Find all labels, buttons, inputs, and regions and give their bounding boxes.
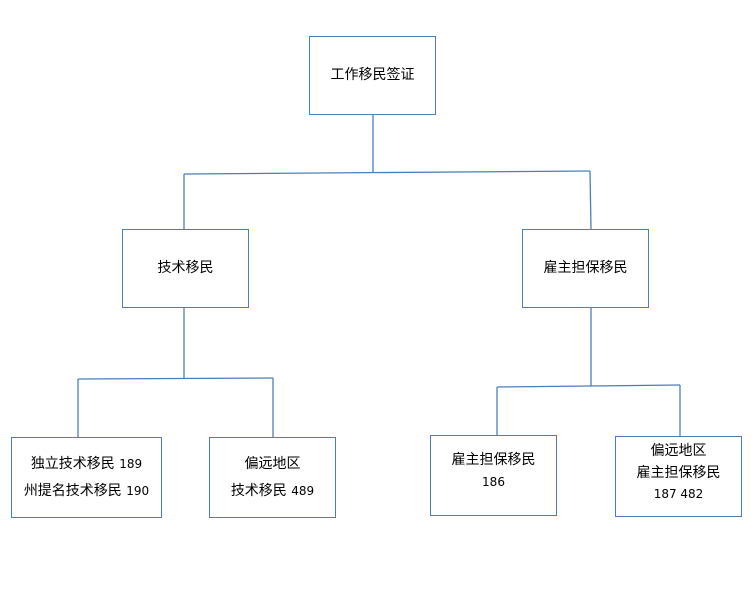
node-line: 187 482 [654,484,704,506]
node-line: 雇主担保移民 [452,450,536,472]
node-line: 独立技术移民 189 [31,451,142,478]
node-489: 偏远地区 技术移民 489 [209,437,336,518]
node-employer-sponsored: 雇主担保移民 [522,229,649,308]
connector-root-bar [183,170,591,175]
visa-number: 190 [126,483,150,498]
line-text: 偏远地区 [650,443,707,459]
node-189-190: 独立技术移民 189 州提名技术移民 190 [11,437,162,518]
node-line: 州提名技术移民 190 [24,478,149,505]
node-label: 工作移民签证 [330,67,415,83]
visa-number: 187 482 [653,487,704,502]
node-186: 雇主担保移民 186 [430,435,557,516]
node-skilled-migration: 技术移民 [122,229,249,308]
node-line: 偏远地区 [651,441,707,463]
connector-skilled-bar [77,377,274,380]
connector-to-employer [589,170,592,230]
connector-employer-bar [496,384,681,388]
line-text: 州提名技术移民 [23,482,122,499]
line-text: 技术移民 [230,482,287,499]
node-label: 技术移民 [157,260,214,276]
line-text: 偏远地区 [244,455,301,472]
node-line: 技术移民 489 [231,478,314,505]
node-line: 186 [482,472,505,494]
visa-number: 489 [291,483,315,498]
line-text: 雇主担保移民 [636,464,721,481]
node-187-482: 偏远地区 雇主担保移民 187 482 [615,436,742,517]
line-text: 独立技术移民 [30,455,115,472]
node-line: 偏远地区 [245,451,301,478]
visa-number: 189 [119,456,143,471]
node-line: 雇主担保移民 [637,463,721,485]
visa-number: 186 [482,474,505,489]
node-work-visa: 工作移民签证 [309,36,436,115]
line-text: 雇主担保移民 [451,452,536,468]
node-label: 雇主担保移民 [543,260,628,276]
